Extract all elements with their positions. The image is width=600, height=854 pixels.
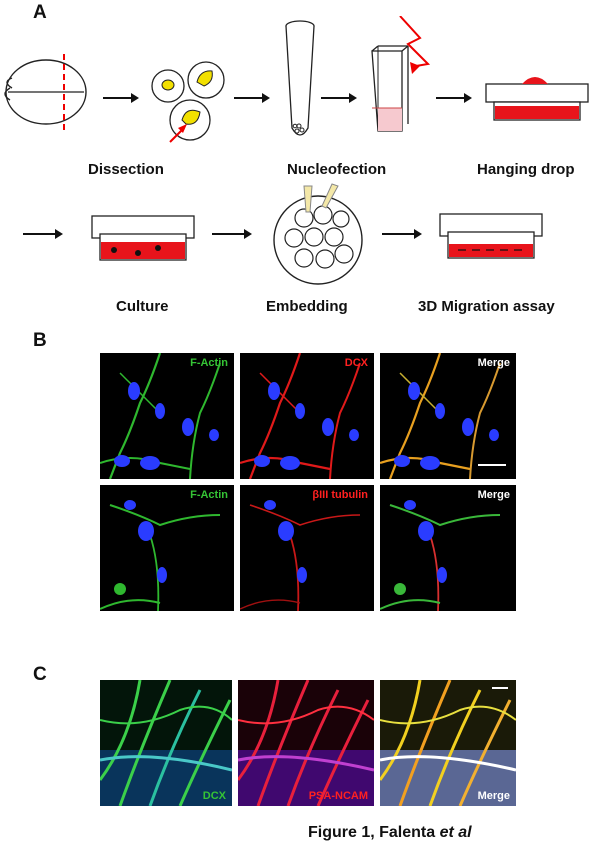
arrow-2 xyxy=(234,93,270,103)
panel-b-label: B xyxy=(33,330,47,351)
dissection-illustration xyxy=(151,61,225,143)
caption-main: Figure 1, Falenta xyxy=(308,824,440,841)
label-merge-row2: Merge xyxy=(477,489,510,501)
micrograph-merge-explant: Merge xyxy=(380,680,516,806)
micrograph-merge-row1: Merge xyxy=(380,353,516,479)
caption-italic: et al xyxy=(439,824,472,841)
lightning-icon xyxy=(410,62,420,74)
label-factin: F-Actin xyxy=(190,357,228,369)
pipette-tip-illustration xyxy=(285,20,315,136)
step-label-embedding: Embedding xyxy=(266,298,348,315)
micrograph-factin-row1: F-Actin xyxy=(100,353,234,479)
arrow-3 xyxy=(321,93,357,103)
migration-dish-illustration xyxy=(439,213,543,259)
label-factin-row2: F-Actin xyxy=(190,489,228,501)
step-label-dissection: Dissection xyxy=(88,161,164,178)
hanging-drop-dish-illustration xyxy=(485,77,589,121)
step-label-nucleofection: Nucleofection xyxy=(287,161,387,178)
arrow-4 xyxy=(436,93,472,103)
micrograph-psa-ncam: PSA-NCAM xyxy=(238,680,374,806)
label-dcx: DCX xyxy=(344,357,368,369)
cuvette-illustration xyxy=(371,16,431,132)
step-label-migration-assay: 3D Migration assay xyxy=(418,298,555,315)
arrow-6 xyxy=(212,229,252,239)
label-beta3-tubulin: βIII tubulin xyxy=(312,489,368,501)
figure-caption: Figure 1, Falenta et al xyxy=(308,824,472,842)
arrow-1 xyxy=(103,93,139,103)
arrow-7 xyxy=(382,229,422,239)
brain-illustration xyxy=(4,54,87,130)
step-label-culture: Culture xyxy=(116,298,169,315)
micrograph-merge-row2: Merge xyxy=(380,485,516,611)
step-label-hanging-drop: Hanging drop xyxy=(477,161,575,178)
label-merge-row1: Merge xyxy=(477,357,510,369)
label-merge-explant: Merge xyxy=(477,790,510,802)
micrograph-beta3-tubulin: βIII tubulin xyxy=(240,485,374,611)
micrograph-factin-row2: F-Actin xyxy=(100,485,234,611)
micrograph-dcx: DCX xyxy=(240,353,374,479)
panel-a-label: A xyxy=(33,2,47,23)
label-dcx-explant: DCX xyxy=(202,790,226,802)
label-psa-ncam: PSA-NCAM xyxy=(308,790,368,802)
culture-dish-illustration xyxy=(91,215,195,261)
arrow-5 xyxy=(23,229,63,239)
panel-c-label: C xyxy=(33,664,47,685)
embedding-plate-illustration xyxy=(273,183,363,285)
micrograph-dcx-explant: DCX xyxy=(100,680,232,806)
